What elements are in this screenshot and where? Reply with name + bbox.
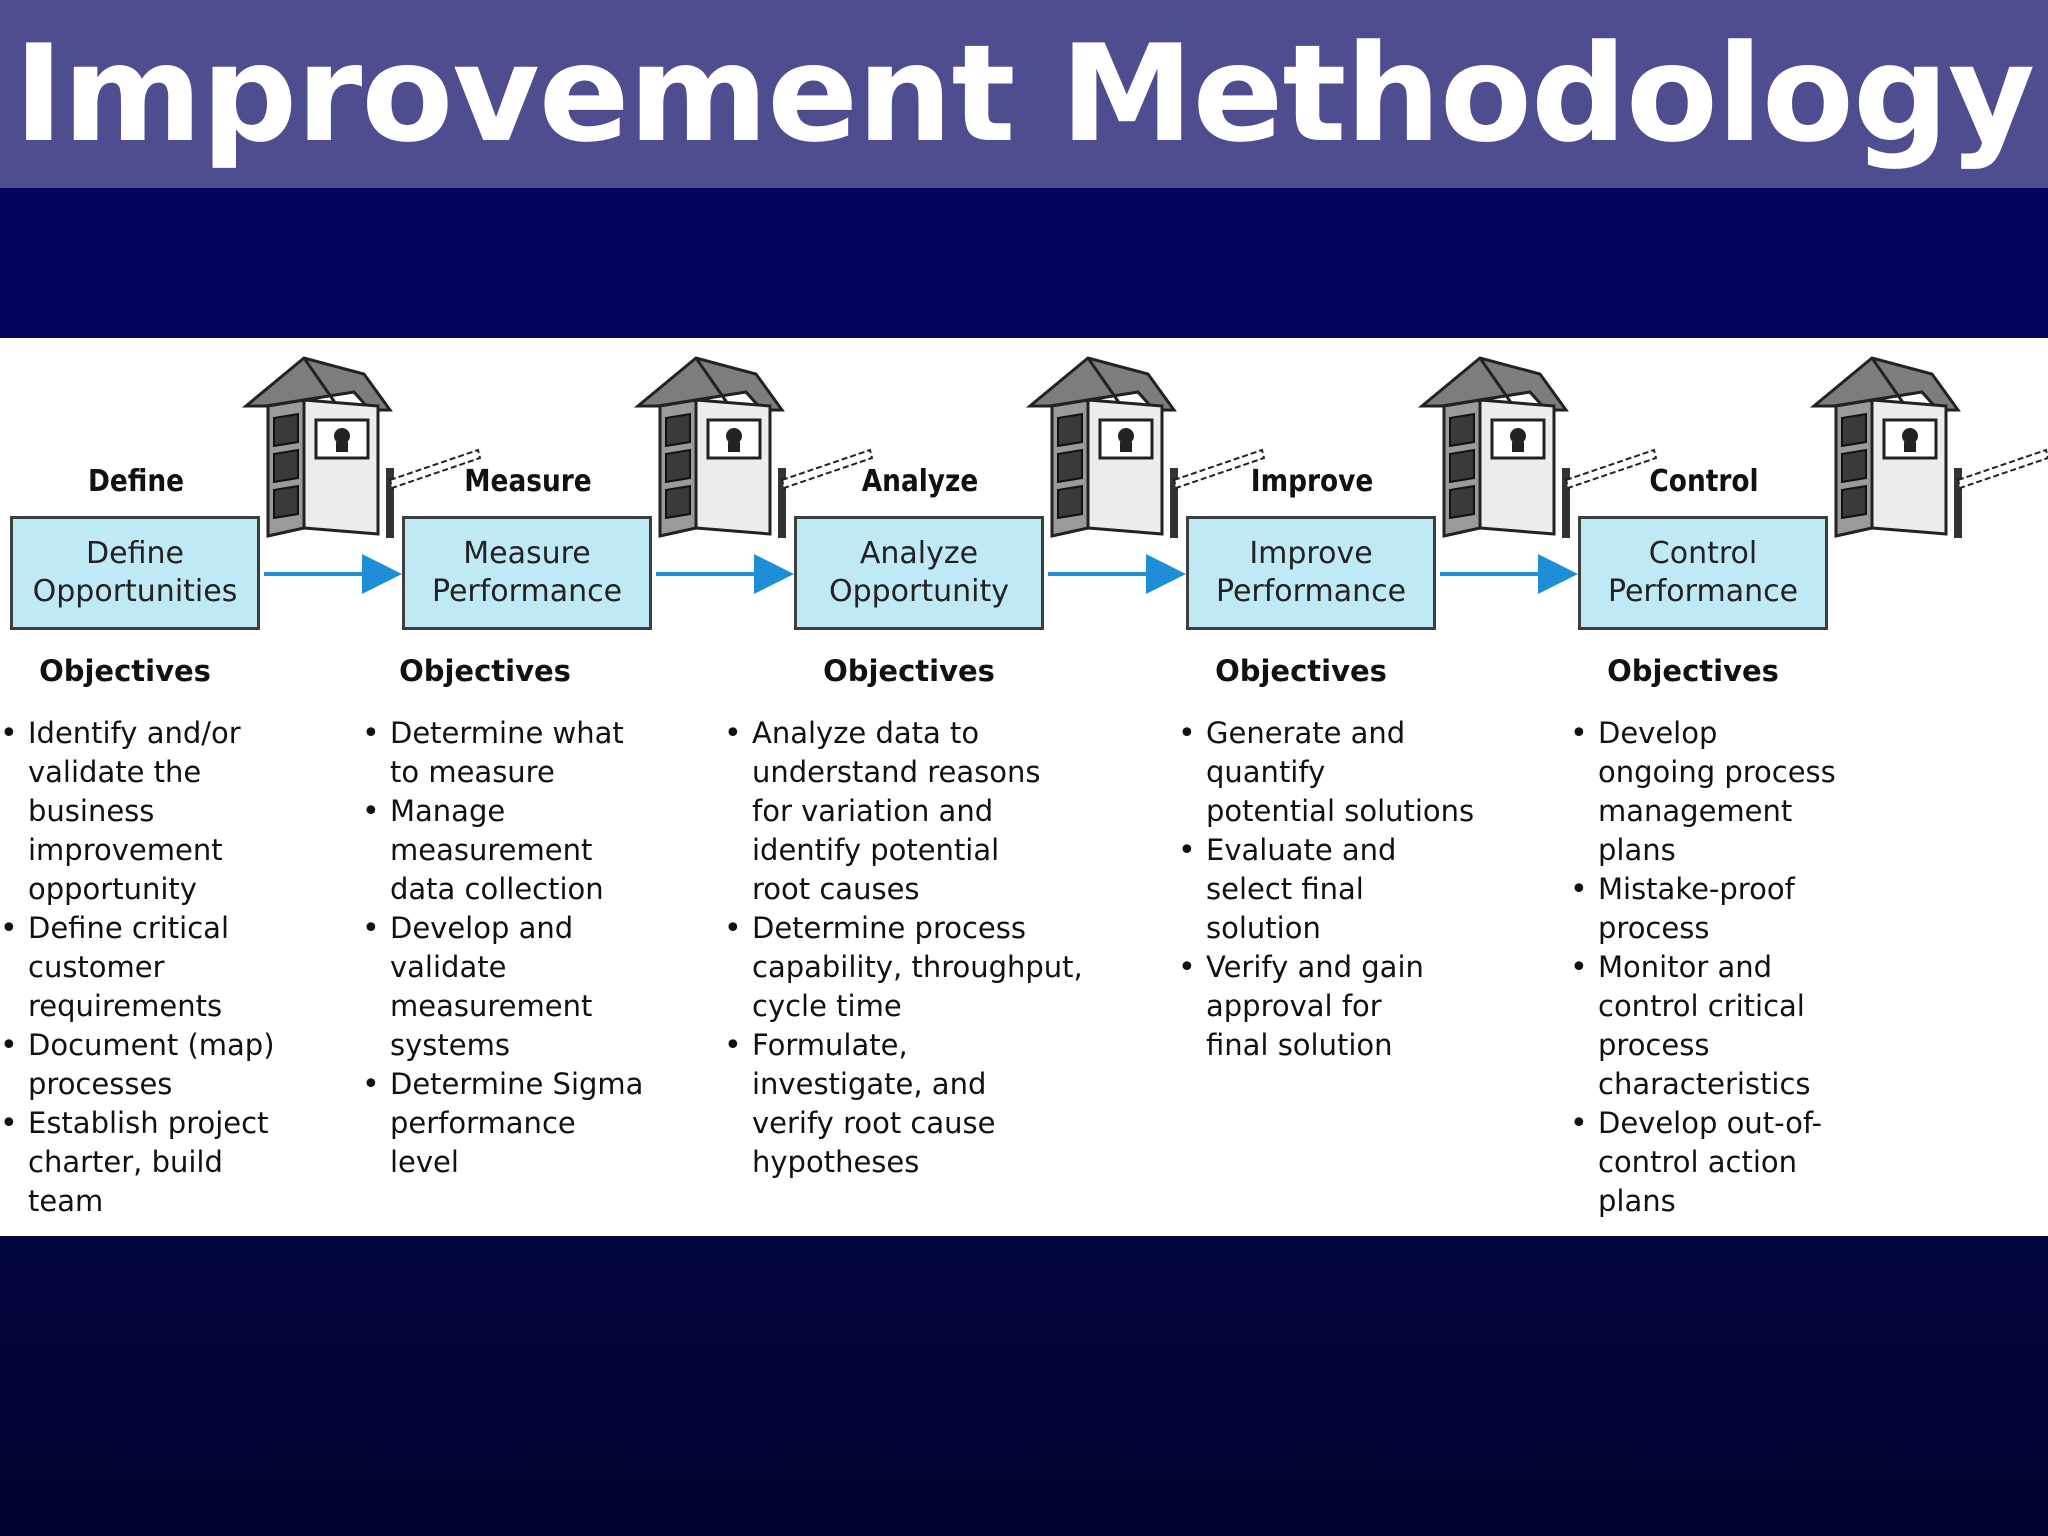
objective-item: Establish project charter, build team xyxy=(0,1104,275,1221)
objective-item: Identify and/or validate the business im… xyxy=(0,714,275,909)
guard-booth-icon xyxy=(1812,356,1964,540)
objective-item: Determine what to measure xyxy=(362,714,643,792)
title-bar: Improvement Methodology xyxy=(0,0,2048,188)
gate-barrier-icon xyxy=(780,448,874,490)
objectives-heading: Objectives xyxy=(39,654,211,688)
phase-box-line1: Control xyxy=(1648,536,1758,571)
guard-booth-icon xyxy=(1028,356,1180,540)
objective-item: Manage measurement data collection xyxy=(362,792,643,909)
objective-item: Develop and validate measurement systems xyxy=(362,909,643,1065)
objective-item: Evaluate and select final solution xyxy=(1178,831,1474,948)
phase-label-improve: Improve xyxy=(1250,464,1374,499)
phase-box-line2: Performance xyxy=(431,574,623,609)
decorative-band xyxy=(0,188,2048,338)
objectives-list: Determine what to measureManage measurem… xyxy=(362,714,643,1182)
objectives-list: Develop ongoing process management plans… xyxy=(1570,714,1836,1221)
phase-label-measure: Measure xyxy=(464,464,592,499)
guard-booth-icon xyxy=(1420,356,1572,540)
gate-barrier-icon xyxy=(1956,448,2048,490)
objectives-list: Analyze data to understand reasons for v… xyxy=(724,714,1083,1182)
phase-label-analyze: Analyze xyxy=(861,464,979,499)
objective-item: Mistake-proof process xyxy=(1570,870,1836,948)
objectives-heading: Objectives xyxy=(823,654,995,688)
gate-barrier-icon xyxy=(1172,448,1266,490)
phase-box-line2: Performance xyxy=(1607,574,1799,609)
objective-item: Verify and gain approval for final solut… xyxy=(1178,948,1474,1065)
phase-label-define: Define xyxy=(87,464,185,499)
objective-item: Determine process capability, throughput… xyxy=(724,909,1083,1026)
gate-barrier-icon xyxy=(1564,448,1658,490)
objective-item: Develop out-of- control action plans xyxy=(1570,1104,1836,1221)
phase-box-line1: Measure xyxy=(463,536,591,571)
phase-box-line1: Define xyxy=(86,536,184,571)
objective-item: Define critical customer requirements xyxy=(0,909,275,1026)
slide-title: Improvement Methodology xyxy=(13,16,2035,172)
diagram-graphics xyxy=(244,356,2048,594)
objective-item: Formulate, investigate, and verify root … xyxy=(724,1026,1083,1182)
phase-label-control: Control xyxy=(1649,464,1759,499)
objectives-list: Generate and quantify potential solution… xyxy=(1178,714,1474,1065)
phase-box-line2: Performance xyxy=(1215,574,1407,609)
objective-item: Monitor and control critical process cha… xyxy=(1570,948,1836,1104)
gate-barrier-icon xyxy=(388,448,482,490)
objectives-heading: Objectives xyxy=(1215,654,1387,688)
objective-item: Document (map) processes xyxy=(0,1026,275,1104)
phase-box-line2: Opportunities xyxy=(32,574,238,609)
objective-item: Develop ongoing process management plans xyxy=(1570,714,1836,870)
phase-box-line2: Opportunity xyxy=(828,574,1010,609)
objectives-heading: Objectives xyxy=(399,654,571,688)
objective-item: Determine Sigma performance level xyxy=(362,1065,643,1182)
phase-box-line1: Analyze xyxy=(859,536,979,571)
guard-booth-icon xyxy=(636,356,788,540)
objective-item: Generate and quantify potential solution… xyxy=(1178,714,1474,831)
objectives-heading: Objectives xyxy=(1607,654,1779,688)
footer-band xyxy=(0,1236,2048,1536)
objective-item: Analyze data to understand reasons for v… xyxy=(724,714,1083,909)
objectives-list: Identify and/or validate the business im… xyxy=(0,714,275,1221)
phase-box-line1: Improve xyxy=(1249,536,1373,571)
guard-booth-icon xyxy=(244,356,396,540)
dmaic-diagram: DefineDefineOpportunitiesObjectivesIdent… xyxy=(0,338,2048,1236)
